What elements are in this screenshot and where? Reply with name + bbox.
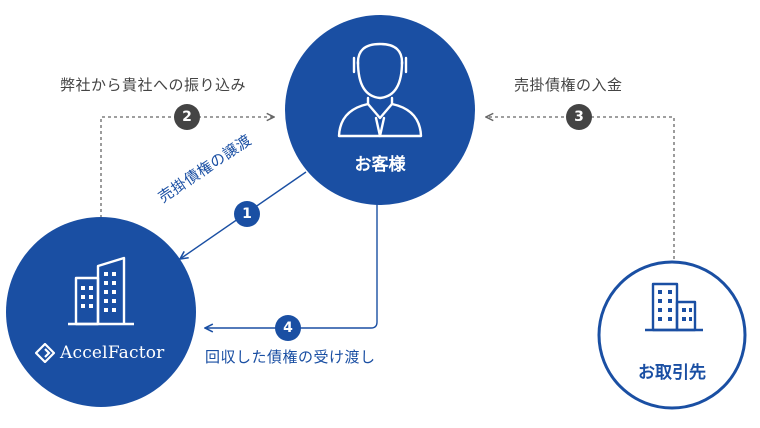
step-4-badge: 4 [275, 315, 301, 341]
counterparty-node [597, 260, 747, 410]
step-3-badge: 3 [566, 104, 592, 130]
arrow-step-2 [100, 117, 274, 248]
step-1-badge: 1 [234, 201, 260, 227]
accelfactor-logo-text: AccelFactor [60, 343, 165, 363]
accelfactor-logo: AccelFactor [35, 343, 165, 363]
accelfactor-logo-mark-icon [35, 343, 55, 363]
accelfactor-building-windows [81, 272, 116, 312]
step-2-label: 弊社から貴社への振り込み [60, 76, 247, 94]
step-3-label: 売掛債権の入金 [514, 76, 623, 94]
person-icon [337, 42, 423, 138]
step-2-badge: 2 [174, 104, 200, 130]
customer-label: お客様 [354, 155, 406, 175]
counterparty-label: お取引先 [638, 363, 706, 383]
office-building-windows [658, 290, 692, 321]
arrow-step-3 [486, 117, 675, 265]
office-building-icon [645, 282, 703, 332]
step-4-label: 回収した債権の受け渡し [205, 348, 376, 366]
accelfactor-node [6, 217, 196, 407]
arrow-step-4 [205, 200, 378, 328]
customer-node [285, 15, 475, 205]
accelfactor-building-icon [68, 256, 134, 326]
